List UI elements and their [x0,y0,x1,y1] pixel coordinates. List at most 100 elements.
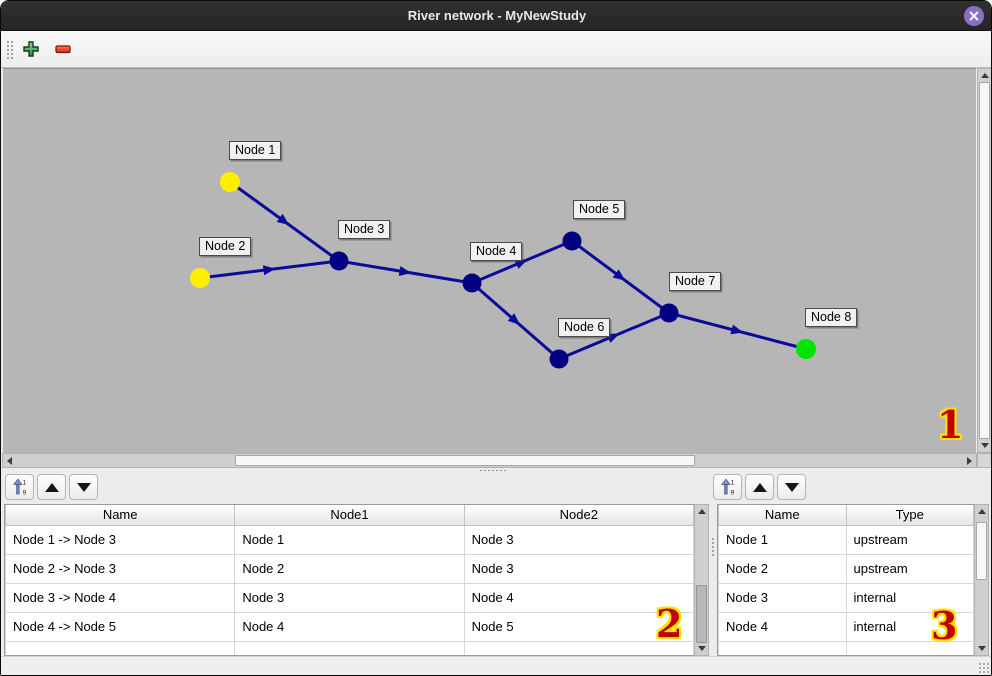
canvas-hscrollbar[interactable] [2,453,977,468]
edges-table-cell[interactable]: Node 4 -> Node 5 [5,611,236,642]
nodes-table-cell[interactable]: Node 2 [718,553,847,584]
edges-table-column-header[interactable]: Name [5,505,236,526]
scroll-up-icon[interactable] [981,73,989,78]
nodes-table-cell[interactable]: Node 3 [718,582,847,613]
edges-table-cell[interactable]: Node 3 [463,553,694,584]
edges-table-cell[interactable]: Node 4 [463,582,694,613]
titlebar[interactable]: River network - MyNewStudy [1,1,991,31]
edges-table-cell[interactable]: Node 3 [234,582,465,613]
scroll-down-icon[interactable] [981,443,989,448]
edges-table-cell[interactable]: Node 3 -> Node 4 [5,582,236,613]
node-node7[interactable] [659,303,679,323]
node-node1[interactable] [220,172,240,192]
network-canvas[interactable]: Node 1 Node 2 Node 3 Node 4 Node 5 Node 6 Node… [3,68,976,453]
edges-table-row[interactable] [5,640,694,655]
toolbar-drag-handle[interactable] [6,40,14,60]
edges-table-cell[interactable]: Node 4 [234,611,465,642]
edges-move-down-button[interactable] [69,474,98,500]
scroll-right-icon[interactable] [967,457,972,465]
canvas-hscroll-thumb[interactable] [235,455,695,466]
tables-splitter[interactable] [709,504,716,656]
node-label-node6[interactable]: Node 6 [558,318,611,337]
canvas-vscroll-thumb[interactable] [979,82,990,439]
edges-table-cell[interactable] [463,640,694,655]
nodes-table-column-header[interactable]: Type [845,505,974,526]
node-node4[interactable] [462,273,482,293]
node-node6[interactable] [549,349,569,369]
edges-vscroll-thumb[interactable] [696,585,707,643]
minus-icon [55,45,71,54]
nodes-table-column-header[interactable]: Name [718,505,847,526]
flow-arrow-icon [507,313,521,325]
scroll-down-icon[interactable] [978,646,986,651]
node-label-node7[interactable]: Node 7 [669,272,722,291]
edges-sort-button[interactable]: 1 9 [5,474,34,500]
edges-table-vscrollbar[interactable] [694,504,709,656]
nodes-move-down-button[interactable] [777,474,806,500]
nodes-table-cell[interactable]: upstream [845,553,974,584]
resize-grip[interactable] [978,662,990,674]
svg-text:9: 9 [22,490,26,496]
scroll-up-icon[interactable] [978,509,986,514]
svg-text:1: 1 [22,479,26,486]
close-button[interactable] [963,5,985,27]
nodes-table-cell[interactable]: internal [845,582,974,613]
up-arrow-icon [752,482,767,492]
edges-table-cell[interactable]: Node 1 [234,524,465,555]
node-node2[interactable] [190,268,210,288]
node-node3[interactable] [329,251,349,271]
node-label-node5[interactable]: Node 5 [573,200,626,219]
scroll-left-icon[interactable] [7,457,12,465]
nodes-vscroll-thumb[interactable] [976,522,987,580]
edges-table-cell[interactable] [5,640,236,655]
add-button[interactable] [21,40,41,60]
node-node5[interactable] [562,231,582,251]
flow-arrow-icon [276,213,290,226]
edges-table-cell[interactable] [234,640,465,655]
nodes-table-cell[interactable]: Node 1 [718,524,847,555]
node-label-node4[interactable]: Node 4 [470,242,523,261]
annotation-2: 2 [656,601,683,646]
nodes-table-cell[interactable]: Node 4 [718,611,847,642]
annotation-3: 3 [931,603,958,648]
edges-table-cell[interactable]: Node 2 [234,553,465,584]
remove-button[interactable] [53,40,73,60]
edges-table-column-header[interactable]: Node1 [234,505,465,526]
node-node8[interactable] [796,339,816,359]
annotation-1: 1 [937,402,964,447]
nodes-table-vscrollbar[interactable] [974,504,989,656]
edges-table-cell[interactable]: Node 3 [463,524,694,555]
nodes-table-cell[interactable]: upstream [845,524,974,555]
edges-move-up-button[interactable] [37,474,66,500]
edges-table-cell[interactable]: Node 1 -> Node 3 [5,524,236,555]
flow-arrow-icon [730,324,744,335]
scroll-down-icon[interactable] [698,646,706,651]
nodes-table-row[interactable] [718,640,974,655]
nodes-table-cell[interactable]: internal [845,611,974,642]
horizontal-splitter[interactable] [1,468,991,473]
edges-table-cell[interactable]: Node 5 [463,611,694,642]
node-label-node3[interactable]: Node 3 [338,220,391,239]
node-label-node8[interactable]: Node 8 [805,308,858,327]
node-label-node1[interactable]: Node 1 [229,141,282,160]
nodes-sort-button[interactable]: 1 9 [713,474,742,500]
node-label-node2[interactable]: Node 2 [199,237,252,256]
nodes-table-cell[interactable] [718,640,847,655]
splitter-handle-icon [479,469,507,472]
nodes-move-up-button[interactable] [745,474,774,500]
edges-table-cell[interactable]: Node 2 -> Node 3 [5,553,236,584]
edges-table-column-header[interactable]: Node2 [463,505,694,526]
nodes-table-cell[interactable] [845,640,974,655]
sort-1-9-icon: 1 9 [720,478,734,496]
scroll-up-icon[interactable] [698,509,706,514]
canvas-vscrollbar[interactable] [977,68,991,453]
